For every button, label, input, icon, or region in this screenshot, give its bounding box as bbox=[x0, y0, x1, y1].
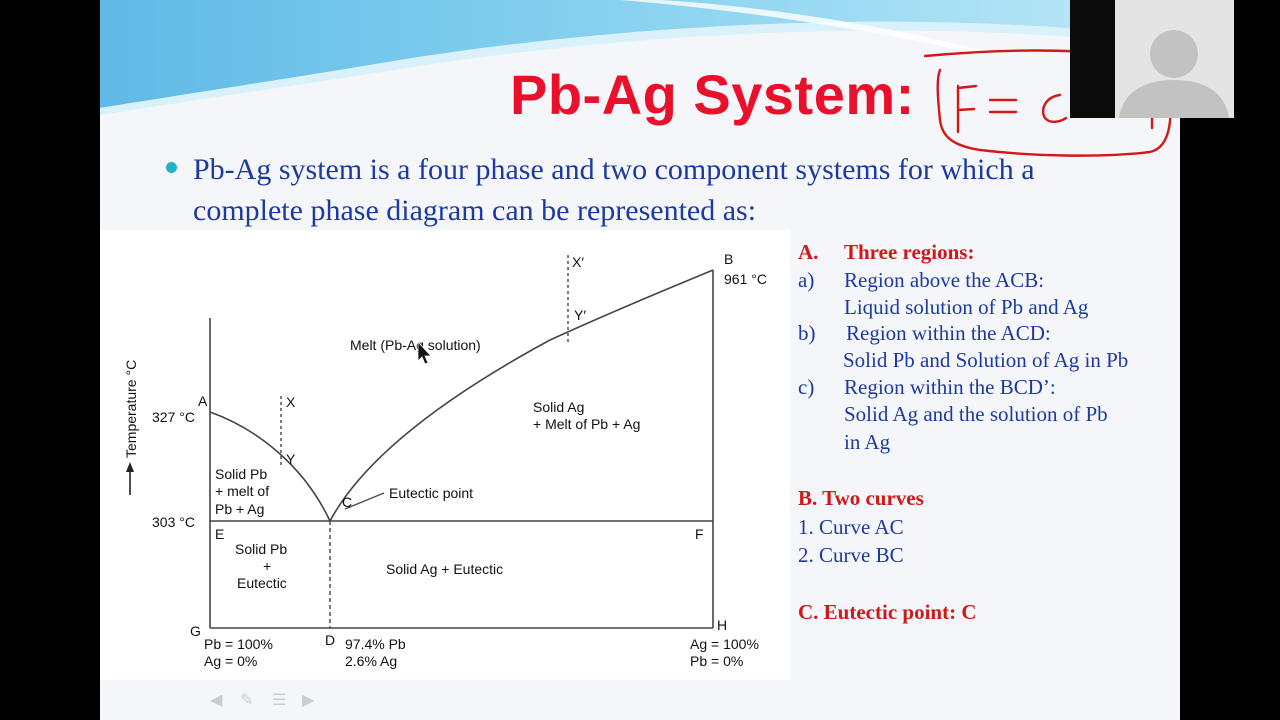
label-g: G bbox=[190, 623, 201, 639]
composition-h-pb: Pb = 0% bbox=[690, 653, 743, 669]
composition-g-ag: Ag = 0% bbox=[204, 653, 257, 669]
y-axis-label: Temperature °C bbox=[123, 360, 139, 458]
mouse-cursor-icon bbox=[417, 340, 432, 365]
note-c-item-marker: c) bbox=[798, 375, 815, 399]
note-b-item-marker: b) bbox=[798, 321, 816, 345]
user-avatar-icon bbox=[1119, 30, 1229, 118]
label-f: F bbox=[695, 526, 704, 542]
region-solid-ag-melt-1: Solid Ag bbox=[533, 399, 584, 415]
region-solid-pb-melt-1: Solid Pb bbox=[215, 466, 267, 482]
note-a-item-line2: Liquid solution of Pb and Ag bbox=[844, 295, 1089, 319]
label-b: B bbox=[724, 251, 733, 267]
note-a-item-line1: Region above the ACB: bbox=[844, 268, 1045, 292]
label-y: Y bbox=[286, 451, 296, 467]
temp-327: 327 °C bbox=[152, 409, 195, 425]
region-solid-pb-melt-2: + melt of bbox=[215, 483, 269, 499]
composition-d-pb: 97.4% Pb bbox=[345, 636, 406, 652]
slideshow-pen-icon[interactable]: ✎ bbox=[240, 692, 254, 709]
composition-d-ag: 2.6% Ag bbox=[345, 653, 397, 669]
note-b-item-line1: Region within the ACD: bbox=[846, 321, 1051, 345]
region-melt: Melt (Pb-Ag solution) bbox=[350, 337, 481, 353]
label-a: A bbox=[198, 393, 208, 409]
note-b-item-line2: Solid Pb and Solution of Ag in Pb bbox=[843, 348, 1129, 372]
composition-h-ag: Ag = 100% bbox=[690, 636, 759, 652]
webcam-frame bbox=[1115, 0, 1234, 118]
label-y-prime: Y′ bbox=[574, 307, 586, 323]
note-eutectic-heading: C. Eutectic point: C bbox=[798, 600, 977, 624]
note-a-heading: Three regions: bbox=[844, 240, 975, 264]
bullet-marker bbox=[166, 162, 177, 173]
note-a-item-marker: a) bbox=[798, 268, 815, 292]
region-solid-pb-eutectic-1: Solid Pb bbox=[235, 541, 287, 557]
note-c-item-line1: Region within the BCD’: bbox=[844, 375, 1056, 399]
eutectic-pointer bbox=[344, 492, 385, 510]
label-c: C bbox=[342, 494, 352, 510]
region-solid-pb-eutectic-3: Eutectic bbox=[237, 575, 287, 591]
label-d: D bbox=[325, 632, 335, 648]
curve-bc bbox=[329, 269, 714, 522]
label-x: X bbox=[286, 394, 296, 410]
note-c-item-line3: in Ag bbox=[844, 430, 891, 454]
temp-961: 961 °C bbox=[724, 271, 767, 287]
slideshow-menu-icon[interactable]: ☰ bbox=[272, 692, 287, 709]
note-curve-2: 2. Curve BC bbox=[798, 543, 904, 567]
slide: Pb-Ag System: Pb-Ag system is a four pha… bbox=[100, 0, 1180, 720]
region-solid-ag-melt-2: + Melt of Pb + Ag bbox=[533, 416, 640, 432]
region-solid-ag-eutectic: Solid Ag + Eutectic bbox=[386, 561, 503, 577]
temp-303: 303 °C bbox=[152, 514, 195, 530]
slideshow-prev-icon[interactable]: ◀ bbox=[210, 692, 223, 709]
y-axis-arrowhead bbox=[126, 462, 134, 472]
slide-title: Pb-Ag System: bbox=[510, 63, 915, 126]
label-h: H bbox=[717, 617, 727, 633]
region-solid-pb-eutectic-2: + bbox=[263, 558, 271, 574]
eutectic-point-label: Eutectic point bbox=[389, 485, 473, 501]
webcam-overlay bbox=[1070, 0, 1234, 118]
bullet-text: Pb-Ag system is a four phase and two com… bbox=[193, 153, 1035, 227]
slideshow-next-icon[interactable]: ▶ bbox=[302, 692, 315, 709]
note-a-marker: A. bbox=[798, 240, 819, 264]
diagram-background bbox=[100, 230, 790, 680]
note-curves-heading: B. Two curves bbox=[798, 486, 924, 510]
note-curve-1: 1. Curve AC bbox=[798, 515, 904, 539]
note-c-item-line2: Solid Ag and the solution of Pb bbox=[844, 402, 1108, 426]
label-x-prime: X′ bbox=[572, 254, 584, 270]
label-e: E bbox=[215, 526, 224, 542]
phase-diagram: Temperature °C A B C D E F G H X Y X′ Y′… bbox=[100, 230, 790, 680]
region-solid-pb-melt-3: Pb + Ag bbox=[215, 501, 264, 517]
composition-g-pb: Pb = 100% bbox=[204, 636, 273, 652]
curve-ac bbox=[209, 411, 331, 522]
